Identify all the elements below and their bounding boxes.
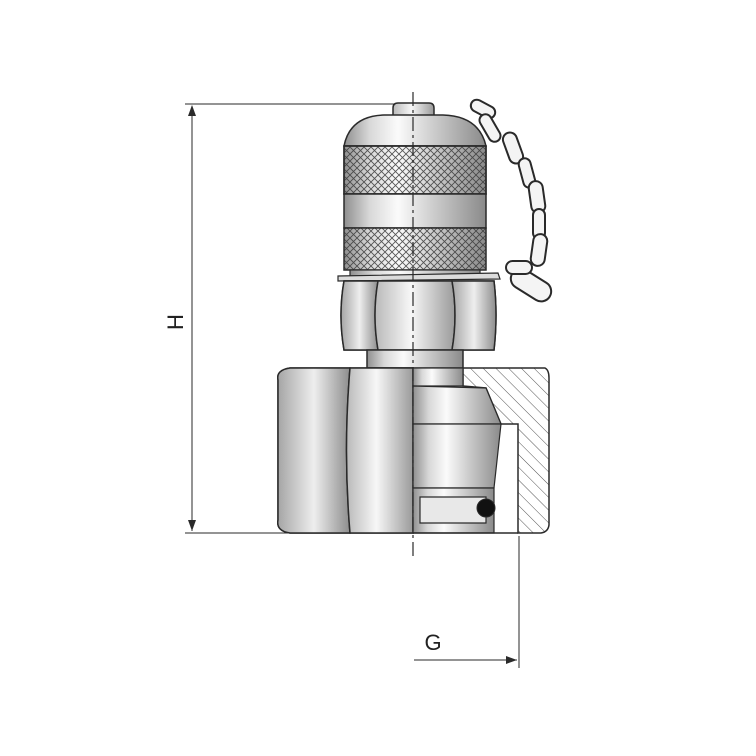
hex-body-section bbox=[412, 367, 550, 534]
cap-knurled-band-lower bbox=[343, 227, 487, 271]
cap-knurled-band-upper bbox=[343, 145, 487, 195]
thread-dimension: G bbox=[414, 536, 520, 668]
fitting-neck bbox=[366, 349, 464, 369]
height-label: H bbox=[163, 314, 188, 330]
chain-retaining-washer bbox=[337, 272, 501, 282]
o-ring-seal bbox=[476, 498, 496, 518]
cap-dome bbox=[343, 114, 487, 147]
hex-nut-small bbox=[340, 280, 497, 351]
cap-nipple bbox=[392, 102, 435, 117]
hex-body-exterior bbox=[277, 367, 414, 534]
height-dimension: H bbox=[163, 103, 402, 534]
cap-smooth-section bbox=[343, 193, 487, 229]
thread-label: G bbox=[424, 630, 441, 655]
dust-cap-chain bbox=[469, 98, 553, 303]
